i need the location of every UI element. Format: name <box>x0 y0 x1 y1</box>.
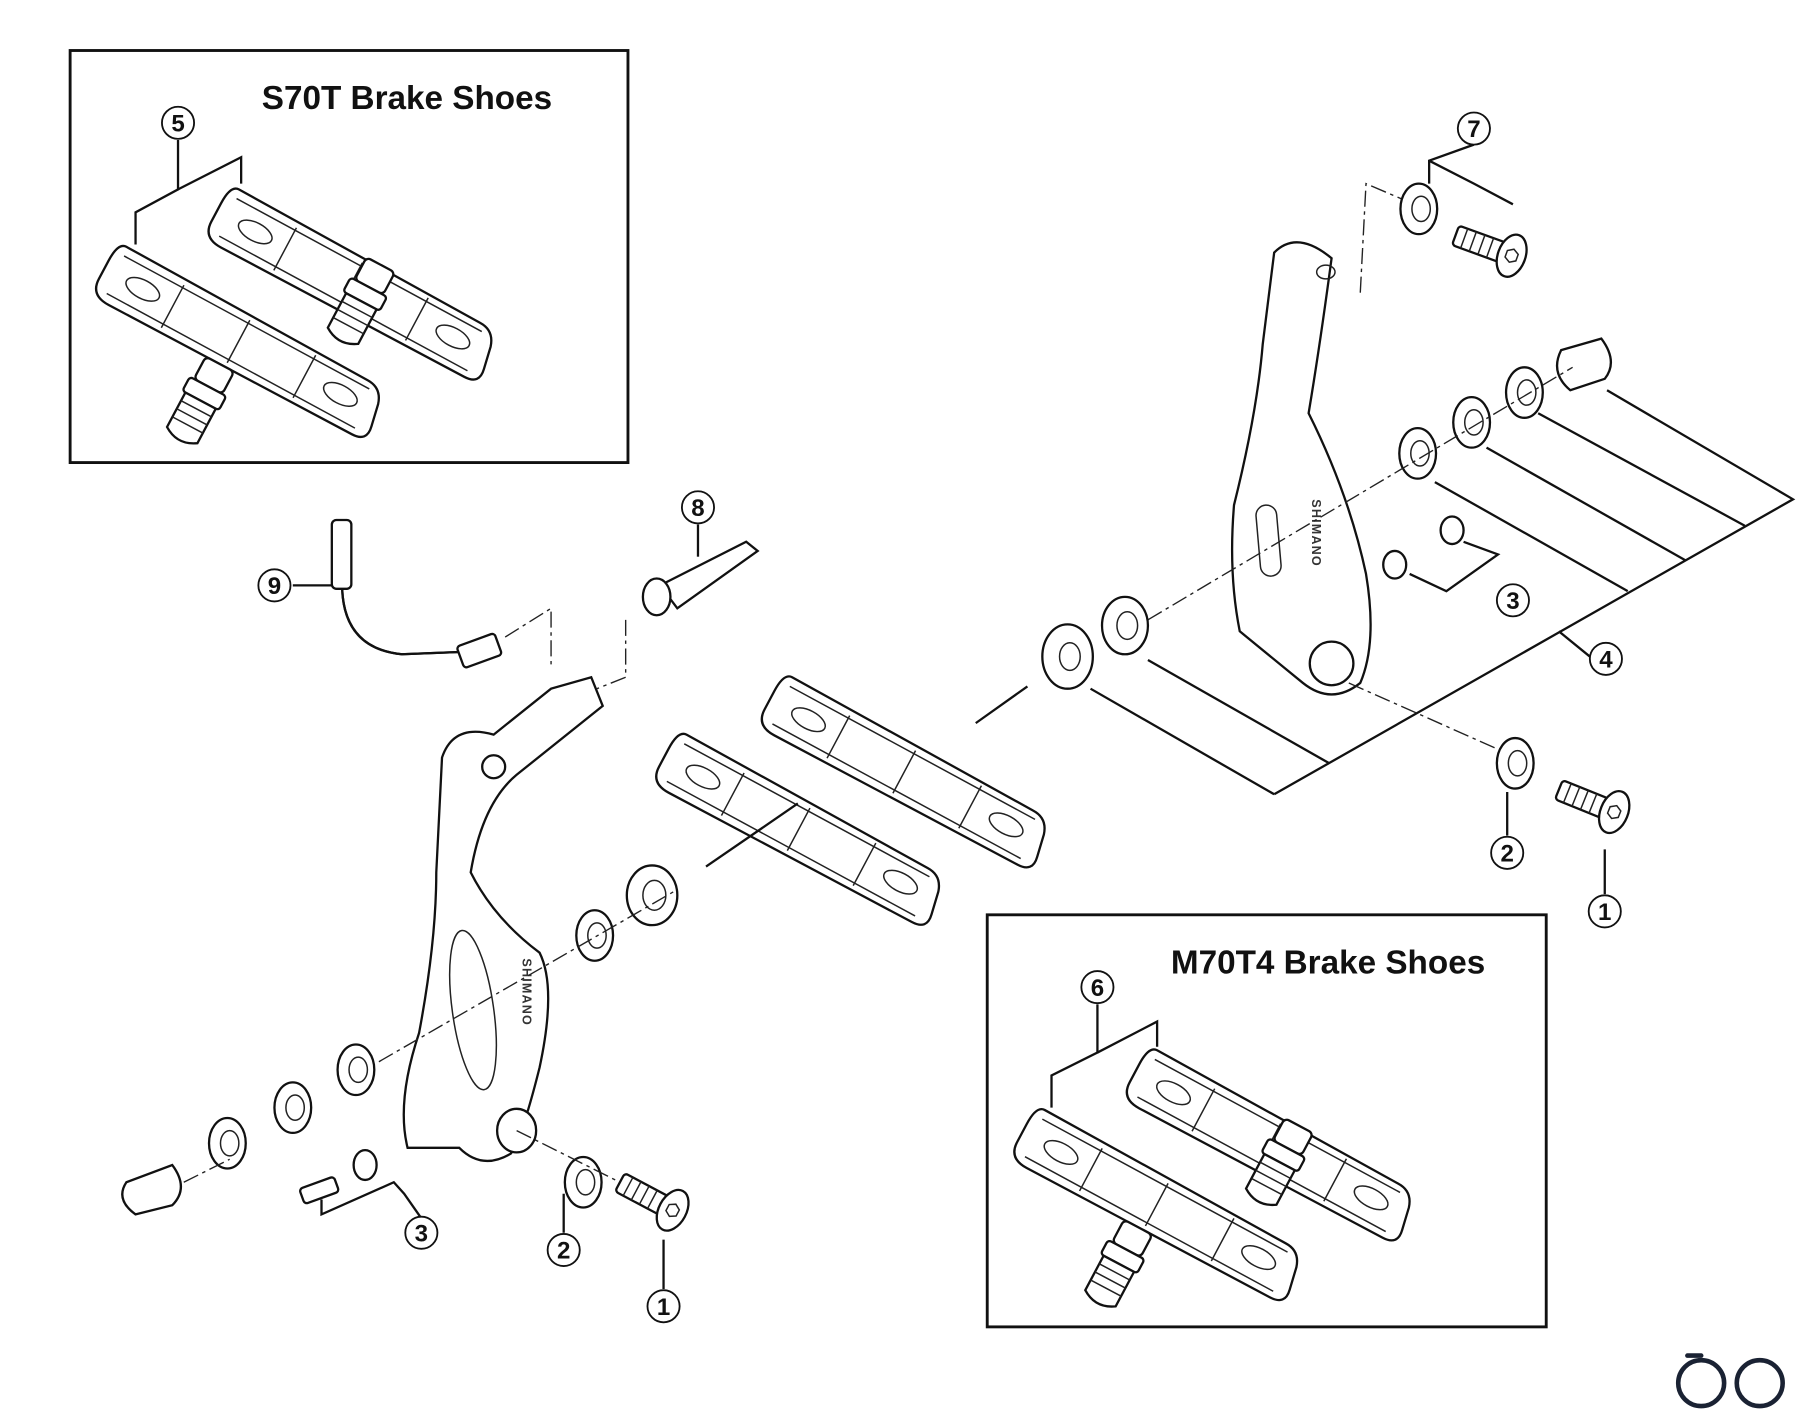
callout-9[interactable]: 9 <box>257 568 292 603</box>
leader-line <box>134 140 180 245</box>
washer <box>273 1081 313 1135</box>
inset-frame <box>985 913 1548 1329</box>
s70t-inset: S70T Brake Shoes 5 <box>68 49 630 465</box>
bicycle-logo-icon <box>1675 1353 1785 1409</box>
leader-line <box>1273 389 1796 796</box>
svg-text:9: 9 <box>268 573 281 600</box>
callout-4[interactable]: 4 <box>1588 641 1623 676</box>
adjusting-nut <box>1555 337 1612 392</box>
fixing-bolt <box>1549 768 1637 839</box>
brand-marking: SHIMANO <box>519 958 533 1026</box>
spacer <box>1100 595 1150 656</box>
svg-text:5: 5 <box>171 110 184 137</box>
svg-text:4: 4 <box>1599 646 1613 673</box>
cable-fixing-bolt <box>641 524 760 617</box>
washer <box>1452 395 1492 449</box>
leader-line <box>1089 687 1275 796</box>
svg-text:1: 1 <box>1598 899 1611 926</box>
washer <box>1504 366 1544 419</box>
callout-7[interactable]: 7 <box>1456 111 1491 146</box>
right-brake-arm: SHIMANO <box>1230 241 1372 696</box>
leader-line <box>1096 1019 1159 1054</box>
svg-text:3: 3 <box>415 1220 428 1247</box>
callout-6[interactable]: 6 <box>1080 970 1115 1005</box>
callout-3-left[interactable]: 3 <box>404 1215 439 1250</box>
svg-text:8: 8 <box>691 495 704 522</box>
spacer <box>1041 623 1094 690</box>
leader-line <box>177 155 243 191</box>
leader-line <box>1537 412 1746 527</box>
arm-bolt <box>1446 213 1534 283</box>
washer <box>1398 426 1438 480</box>
brand-marking: SHIMANO <box>1309 499 1323 567</box>
leader-line <box>1485 446 1686 562</box>
left-brake-arm: SHIMANO <box>402 675 605 1162</box>
callout-1-right[interactable]: 1 <box>1587 894 1622 929</box>
leader-line <box>1050 1004 1099 1108</box>
inset-title-s70t: S70T Brake Shoes <box>262 80 552 117</box>
svg-text:2: 2 <box>557 1238 570 1265</box>
m70t4-inset: M70T4 Brake Shoes 6 <box>985 913 1548 1329</box>
leader-line <box>1558 630 1591 658</box>
adjusting-nut <box>121 1163 183 1216</box>
callout-1-left[interactable]: 1 <box>646 1289 681 1324</box>
callout-5[interactable]: 5 <box>161 105 196 140</box>
spring-screw <box>299 1148 422 1218</box>
washer <box>336 1043 376 1097</box>
washer <box>1495 736 1535 790</box>
spring-screw <box>1382 515 1501 593</box>
svg-text:7: 7 <box>1467 116 1480 143</box>
svg-text:3: 3 <box>1506 588 1519 615</box>
callout-3-right[interactable]: 3 <box>1495 583 1530 618</box>
washer <box>1399 182 1439 236</box>
callout-2-right[interactable]: 2 <box>1490 835 1525 870</box>
washer <box>207 1116 247 1170</box>
callout-8[interactable]: 8 <box>680 490 715 525</box>
inset-frame <box>68 49 630 465</box>
callout-2-left[interactable]: 2 <box>546 1232 581 1267</box>
svg-text:1: 1 <box>657 1294 670 1321</box>
lead-pipe <box>292 518 503 669</box>
spacer <box>625 864 679 927</box>
leader-line <box>1147 658 1330 765</box>
washer <box>575 909 615 962</box>
inset-title-m70t4: M70T4 Brake Shoes <box>1171 944 1485 981</box>
leader-line <box>1434 481 1629 593</box>
svg-text:6: 6 <box>1091 975 1104 1002</box>
fixing-bolt <box>608 1161 697 1238</box>
svg-text:2: 2 <box>1500 840 1513 867</box>
washer <box>563 1155 603 1209</box>
